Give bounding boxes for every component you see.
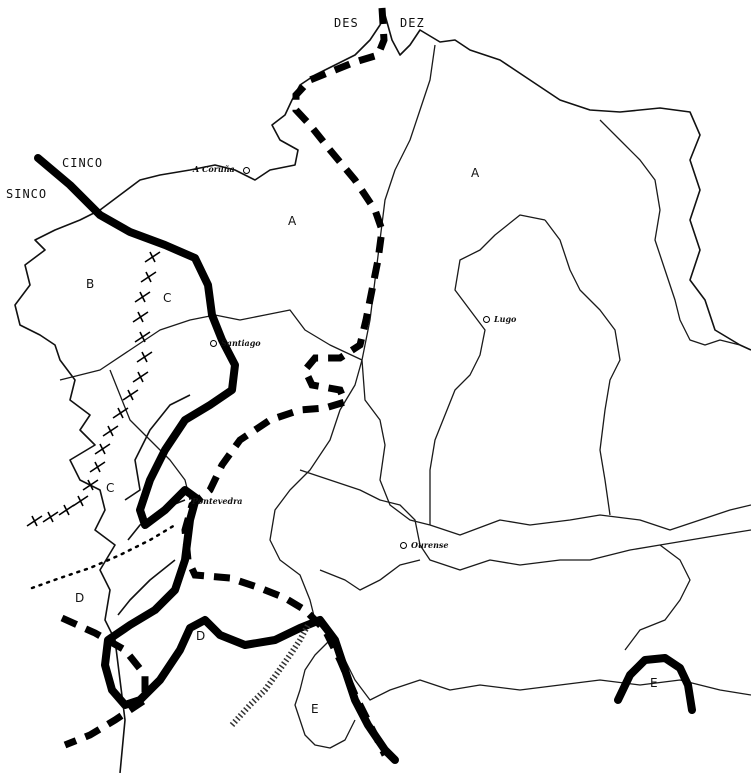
lugo-interior-outline: [429, 214, 621, 525]
province-border-pontevedra-ourense: [269, 359, 363, 621]
isogloss-solid-east-loop: [614, 654, 696, 714]
zone-label-a-east: A: [471, 166, 480, 180]
city-label-ourense: Ourense: [411, 540, 449, 550]
variant-label-des: DES: [334, 16, 359, 30]
province-border-coruna-pontevedra: [59, 309, 363, 381]
lugo-east-outline: [599, 119, 741, 346]
city-label-lugo: Lugo: [494, 314, 517, 324]
city-marker-ourense: [400, 542, 407, 549]
zone-label-b: B: [86, 277, 95, 291]
isogloss-dotted: [30, 523, 177, 590]
isogloss-dashed-sw-branch: [60, 614, 149, 749]
province-border-ourense-south: [314, 619, 751, 701]
variant-label-cinco: CINCO: [62, 156, 104, 170]
city-marker-santiago: [210, 340, 217, 347]
city-label-coruna: A Coruña: [193, 164, 235, 174]
pontevedra-interior-outline: [109, 369, 191, 501]
city-label-santiago: Santiago: [221, 338, 261, 348]
variant-label-dez: DEZ: [400, 16, 425, 30]
enclave-e-outline: [294, 639, 356, 749]
province-border-coruna-lugo: [361, 44, 436, 526]
zone-label-e-center: E: [311, 702, 319, 716]
zone-label-c-north: C: [163, 291, 172, 305]
variant-label-sinco: SINCO: [6, 187, 48, 201]
zone-label-d-west: D: [75, 591, 85, 605]
zone-label-d-south: D: [196, 629, 206, 643]
province-border-lugo-ourense: [429, 504, 751, 536]
isogloss-des-dez-dashed: [181, 7, 389, 757]
coastline: [14, 14, 751, 773]
isogloss-cinco-sinco-solid: [34, 154, 399, 764]
zone-label-c-south: C: [106, 481, 115, 495]
city-marker-lugo: [483, 316, 490, 323]
ourense-south-outline: [319, 544, 691, 651]
city-label-pontevedra: Pontevedra: [192, 496, 243, 506]
isogloss-hatched: [229, 623, 311, 728]
city-marker-coruna: [243, 167, 250, 174]
zone-label-e-east: E: [650, 676, 658, 690]
isogloss-crosses: [26, 251, 161, 527]
zone-label-a-west: A: [288, 214, 297, 228]
ourense-interior-outline: [299, 469, 751, 571]
